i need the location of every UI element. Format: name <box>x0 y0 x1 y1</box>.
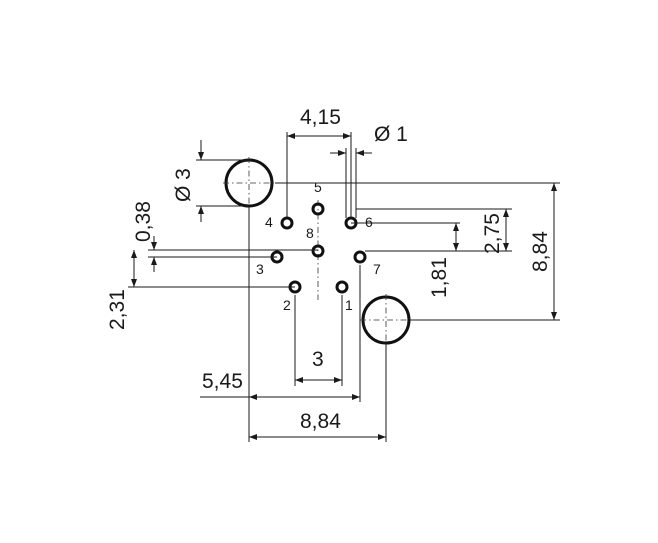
dimension-3: 3 <box>294 295 343 386</box>
pin-label-2: 2 <box>283 297 291 313</box>
dimension-hole-diameter: Ø 3 <box>172 140 249 222</box>
dimension-8-84-horizontal: 8,84 <box>248 206 387 442</box>
dimension-pin-diameter-label: Ø 1 <box>374 123 408 146</box>
pin-label-1: 1 <box>345 297 353 313</box>
pin-label-4: 4 <box>265 214 273 230</box>
dimension-5-45: 5,45 <box>200 265 361 402</box>
pin-label-3: 3 <box>256 261 264 277</box>
dimension-8-84-horizontal-label: 8,84 <box>300 410 341 433</box>
dimension-8-84-vertical-label: 8,84 <box>529 231 552 272</box>
dimension-2-75: 2,75 <box>351 208 512 254</box>
dimension-1-81: 1,81 <box>365 223 512 298</box>
pin-7 <box>353 250 367 264</box>
dimension-0-38: 0,38 <box>132 201 318 272</box>
dimension-5-45-label: 5,45 <box>202 370 243 393</box>
dimension-8-84-vertical: 8,84 <box>275 182 560 321</box>
dimension-hole-diameter-label: Ø 3 <box>172 168 195 202</box>
pin-8 <box>311 244 325 258</box>
pin-label-8: 8 <box>306 225 314 241</box>
pin-5 <box>311 202 325 216</box>
pin-label-7: 7 <box>373 261 381 277</box>
pin-label-5: 5 <box>314 179 322 195</box>
pin-1 <box>335 280 349 294</box>
pin-label-6: 6 <box>365 214 373 230</box>
dimension-2-31-label: 2,31 <box>106 289 129 330</box>
dimension-3-label: 3 <box>312 348 324 371</box>
dimension-2-75-label: 2,75 <box>481 213 504 254</box>
dimension-pin-diameter: Ø 1 <box>330 123 408 218</box>
dimension-4-15-label: 4,15 <box>300 106 341 129</box>
dimension-2-31: 2,31 <box>106 250 295 330</box>
pin-4 <box>280 216 294 230</box>
dimension-0-38-label: 0,38 <box>132 201 155 242</box>
dimension-1-81-label: 1,81 <box>428 257 451 298</box>
dimension-4-15: 4,15 <box>286 106 352 218</box>
